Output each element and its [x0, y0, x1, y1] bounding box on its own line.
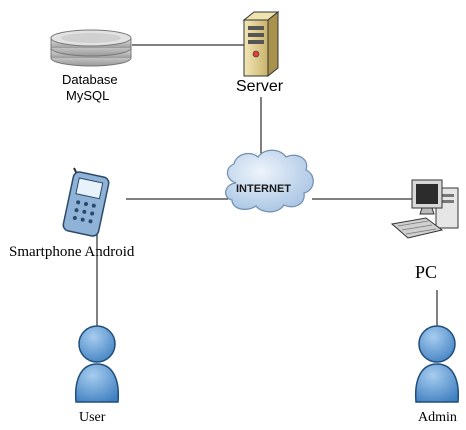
user-person-icon [74, 325, 120, 403]
smartphone-label: Smartphone Android [9, 244, 135, 260]
pc-icon [390, 179, 459, 239]
server-icon [242, 10, 280, 78]
database-icon [50, 29, 132, 67]
user-label: User [79, 410, 106, 425]
server-label: Server [236, 78, 284, 95]
admin-label: Admin [418, 410, 457, 425]
connection-lines [96, 44, 438, 333]
internet-cloud-icon [225, 149, 314, 213]
admin-person-icon [414, 325, 460, 403]
database-label-line2: MySQL [66, 88, 110, 103]
database-label-line1: Database [62, 72, 118, 87]
pc-label: PC [415, 262, 438, 282]
internet-label: INTERNET [236, 183, 291, 195]
smartphone-icon [62, 167, 110, 237]
